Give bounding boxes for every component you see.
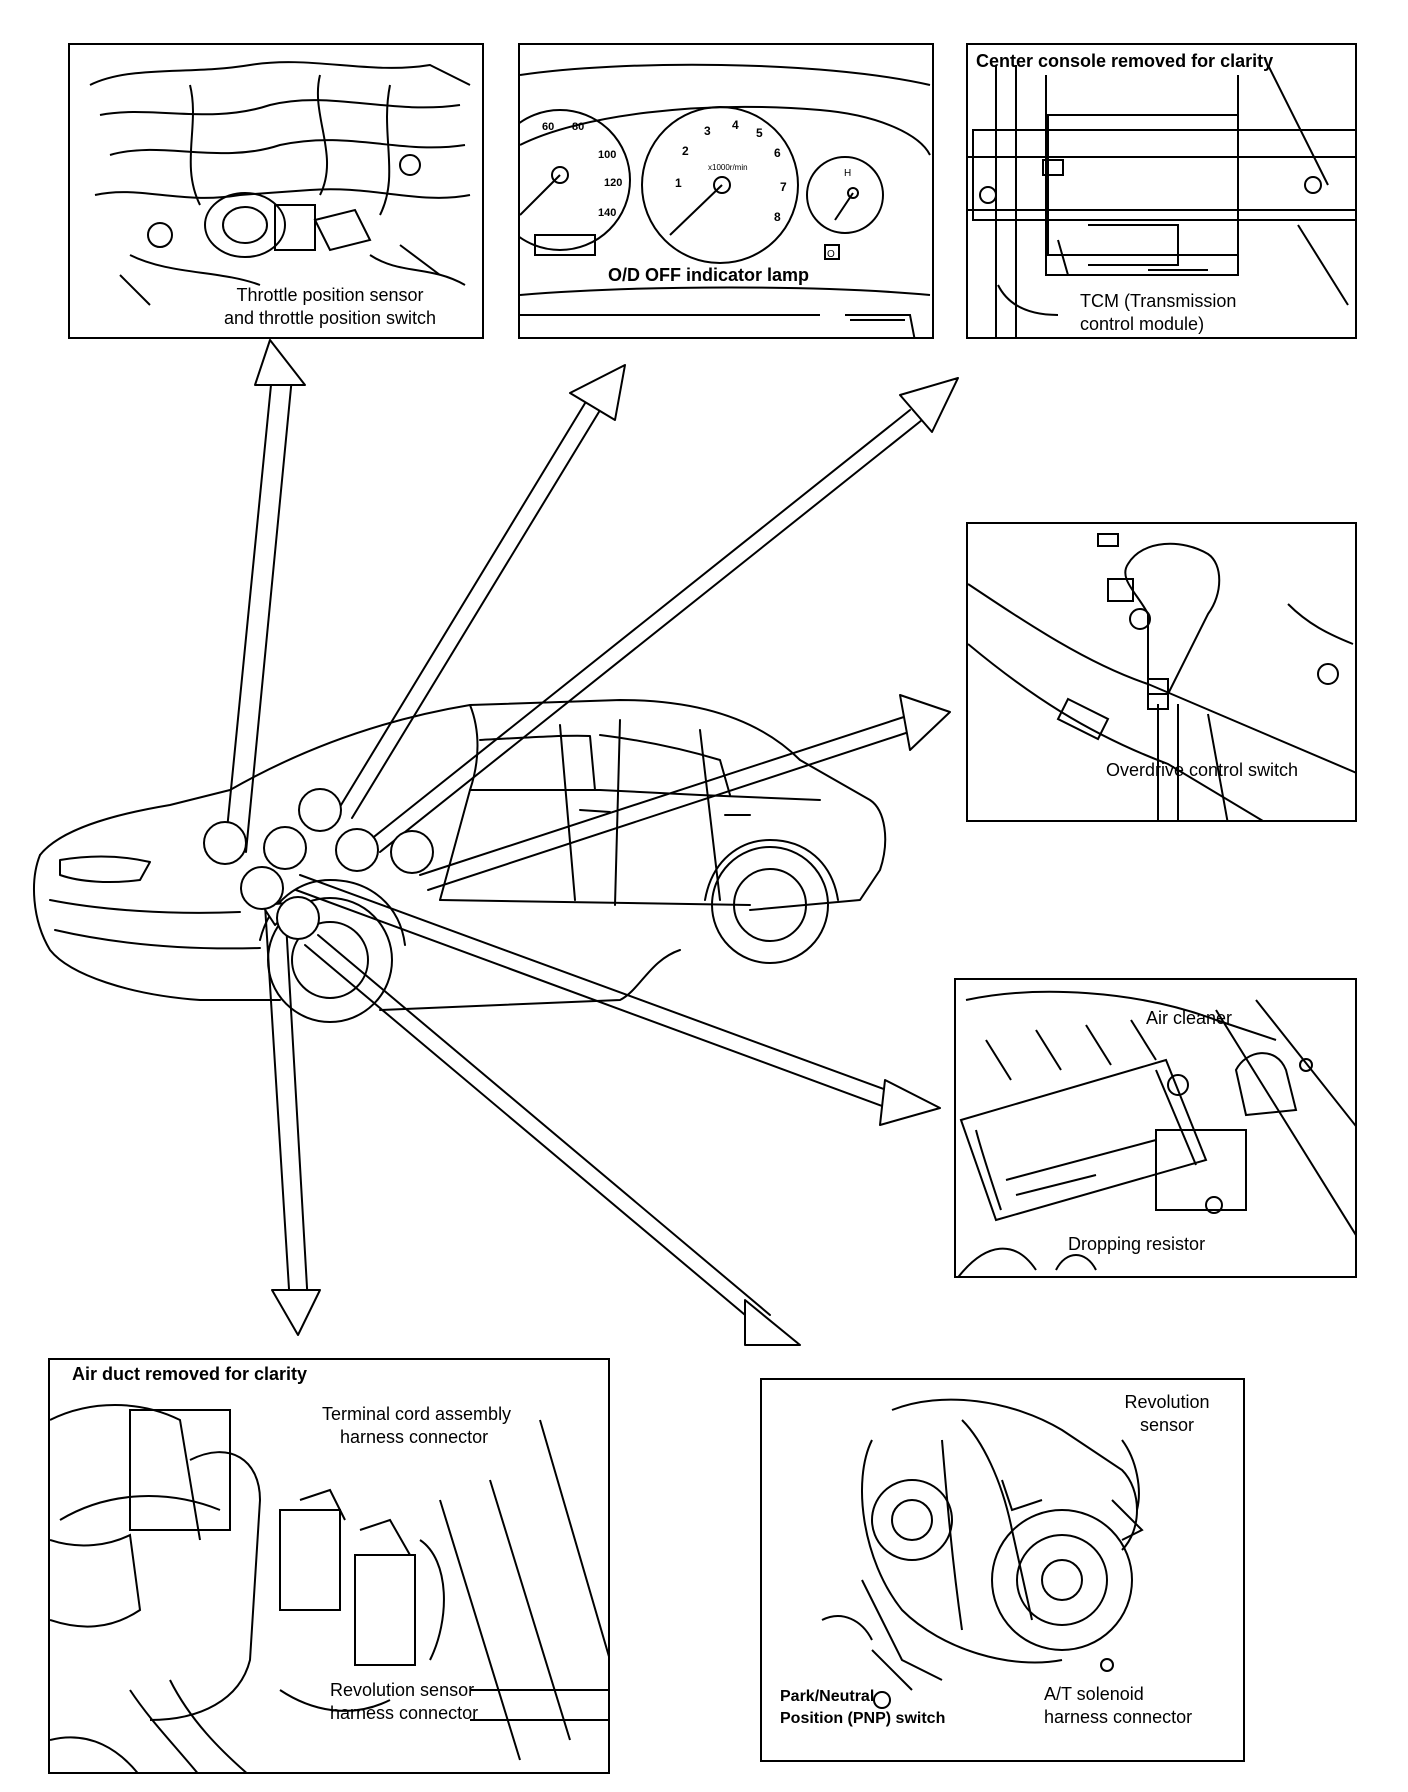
panel-cluster: 60 80 100 120 140 1 2 3 4 5 6 7 8 x1000r… [518, 43, 934, 339]
panel-airduct: Air duct removed for clarity Terminal co… [48, 1358, 610, 1774]
speed-tick-60: 60 [542, 121, 555, 133]
instrument-cluster-icon [520, 63, 931, 337]
rpm-tick-8: 8 [774, 210, 781, 224]
callout-circle-icon [203, 821, 247, 865]
panel-console: Center console removed for clarity TCM (… [966, 43, 1357, 339]
rpm-tick-1: 1 [675, 176, 682, 190]
callout-circle-icon [335, 828, 379, 872]
speed-tick-80: 80 [572, 121, 585, 133]
solenoid-label-line2: harness connector [1044, 1707, 1193, 1727]
throttle-label-line1: Throttle position sensor [236, 285, 424, 305]
callout-circle-icon [263, 826, 307, 870]
terminal-cord-label-line1: Terminal cord assembly [322, 1404, 512, 1424]
throttle-label-line2: and throttle position switch [223, 308, 437, 328]
callout-circle-icon [390, 830, 434, 874]
rpm-tick-5: 5 [756, 126, 763, 140]
arrows [224, 339, 959, 1346]
car-illustration-icon [33, 699, 887, 1023]
revolution-harness-label-line2: harness connector [330, 1703, 479, 1723]
od-off-indicator-label: O/D OFF indicator lamp [608, 265, 810, 285]
overdrive-switch-label: Overdrive control switch [1106, 760, 1299, 780]
console-header: Center console removed for clarity [976, 51, 1274, 71]
rpm-unit: x1000r/min [708, 163, 748, 172]
dropping-resistor-label: Dropping resistor [1068, 1234, 1206, 1254]
pnp-switch-label-line1: Park/Neutral [780, 1688, 875, 1705]
rpm-tick-3: 3 [704, 124, 711, 138]
engine-illustration-icon [89, 61, 471, 306]
tcm-label-line1: TCM (Transmission [1080, 291, 1237, 311]
rpm-tick-2: 2 [682, 144, 689, 158]
rpm-tick-4: 4 [732, 118, 739, 132]
console-illustration-icon [968, 64, 1355, 337]
airduct-header: Air duct removed for clarity [72, 1364, 308, 1384]
air-cleaner-label: Air cleaner [1146, 1008, 1233, 1028]
transaxle-illustration-icon [821, 1398, 1144, 1709]
rpm-tick-7: 7 [780, 180, 787, 194]
revolution-sensor-label-line1: Revolution [1124, 1392, 1210, 1412]
callout-circles [203, 788, 434, 940]
callout-circle-icon [276, 896, 320, 940]
speed-tick-100: 100 [598, 149, 617, 161]
callout-circle-icon [240, 866, 284, 910]
tcm-label-line2: control module) [1080, 314, 1205, 334]
rpm-tick-6: 6 [774, 146, 781, 160]
speed-tick-140: 140 [598, 207, 617, 219]
temp-mark: H [844, 168, 852, 179]
revolution-harness-label-line1: Revolution sensor [330, 1680, 475, 1700]
indicator-glyph: O [827, 249, 835, 260]
solenoid-label-line1: A/T solenoid [1044, 1684, 1144, 1704]
panel-aircleaner: Air cleaner Dropping resistor [954, 978, 1357, 1278]
shift-lever-illustration-icon [968, 533, 1355, 820]
pnp-switch-label-line2: Position (PNP) switch [780, 1710, 946, 1727]
panel-overdrive: Overdrive control switch [966, 522, 1357, 822]
callout-circle-icon [298, 788, 342, 832]
air-duct-illustration-icon [50, 1404, 608, 1772]
terminal-cord-label-line2: harness connector [340, 1427, 489, 1447]
speed-tick-120: 120 [604, 177, 623, 189]
air-cleaner-illustration-icon [957, 990, 1355, 1276]
panel-throttle: Throttle position sensor and throttle po… [68, 43, 484, 339]
panel-transaxle: Revolution sensor Park/Neutral Position … [760, 1378, 1245, 1762]
revolution-sensor-label-line2: sensor [1139, 1415, 1195, 1435]
